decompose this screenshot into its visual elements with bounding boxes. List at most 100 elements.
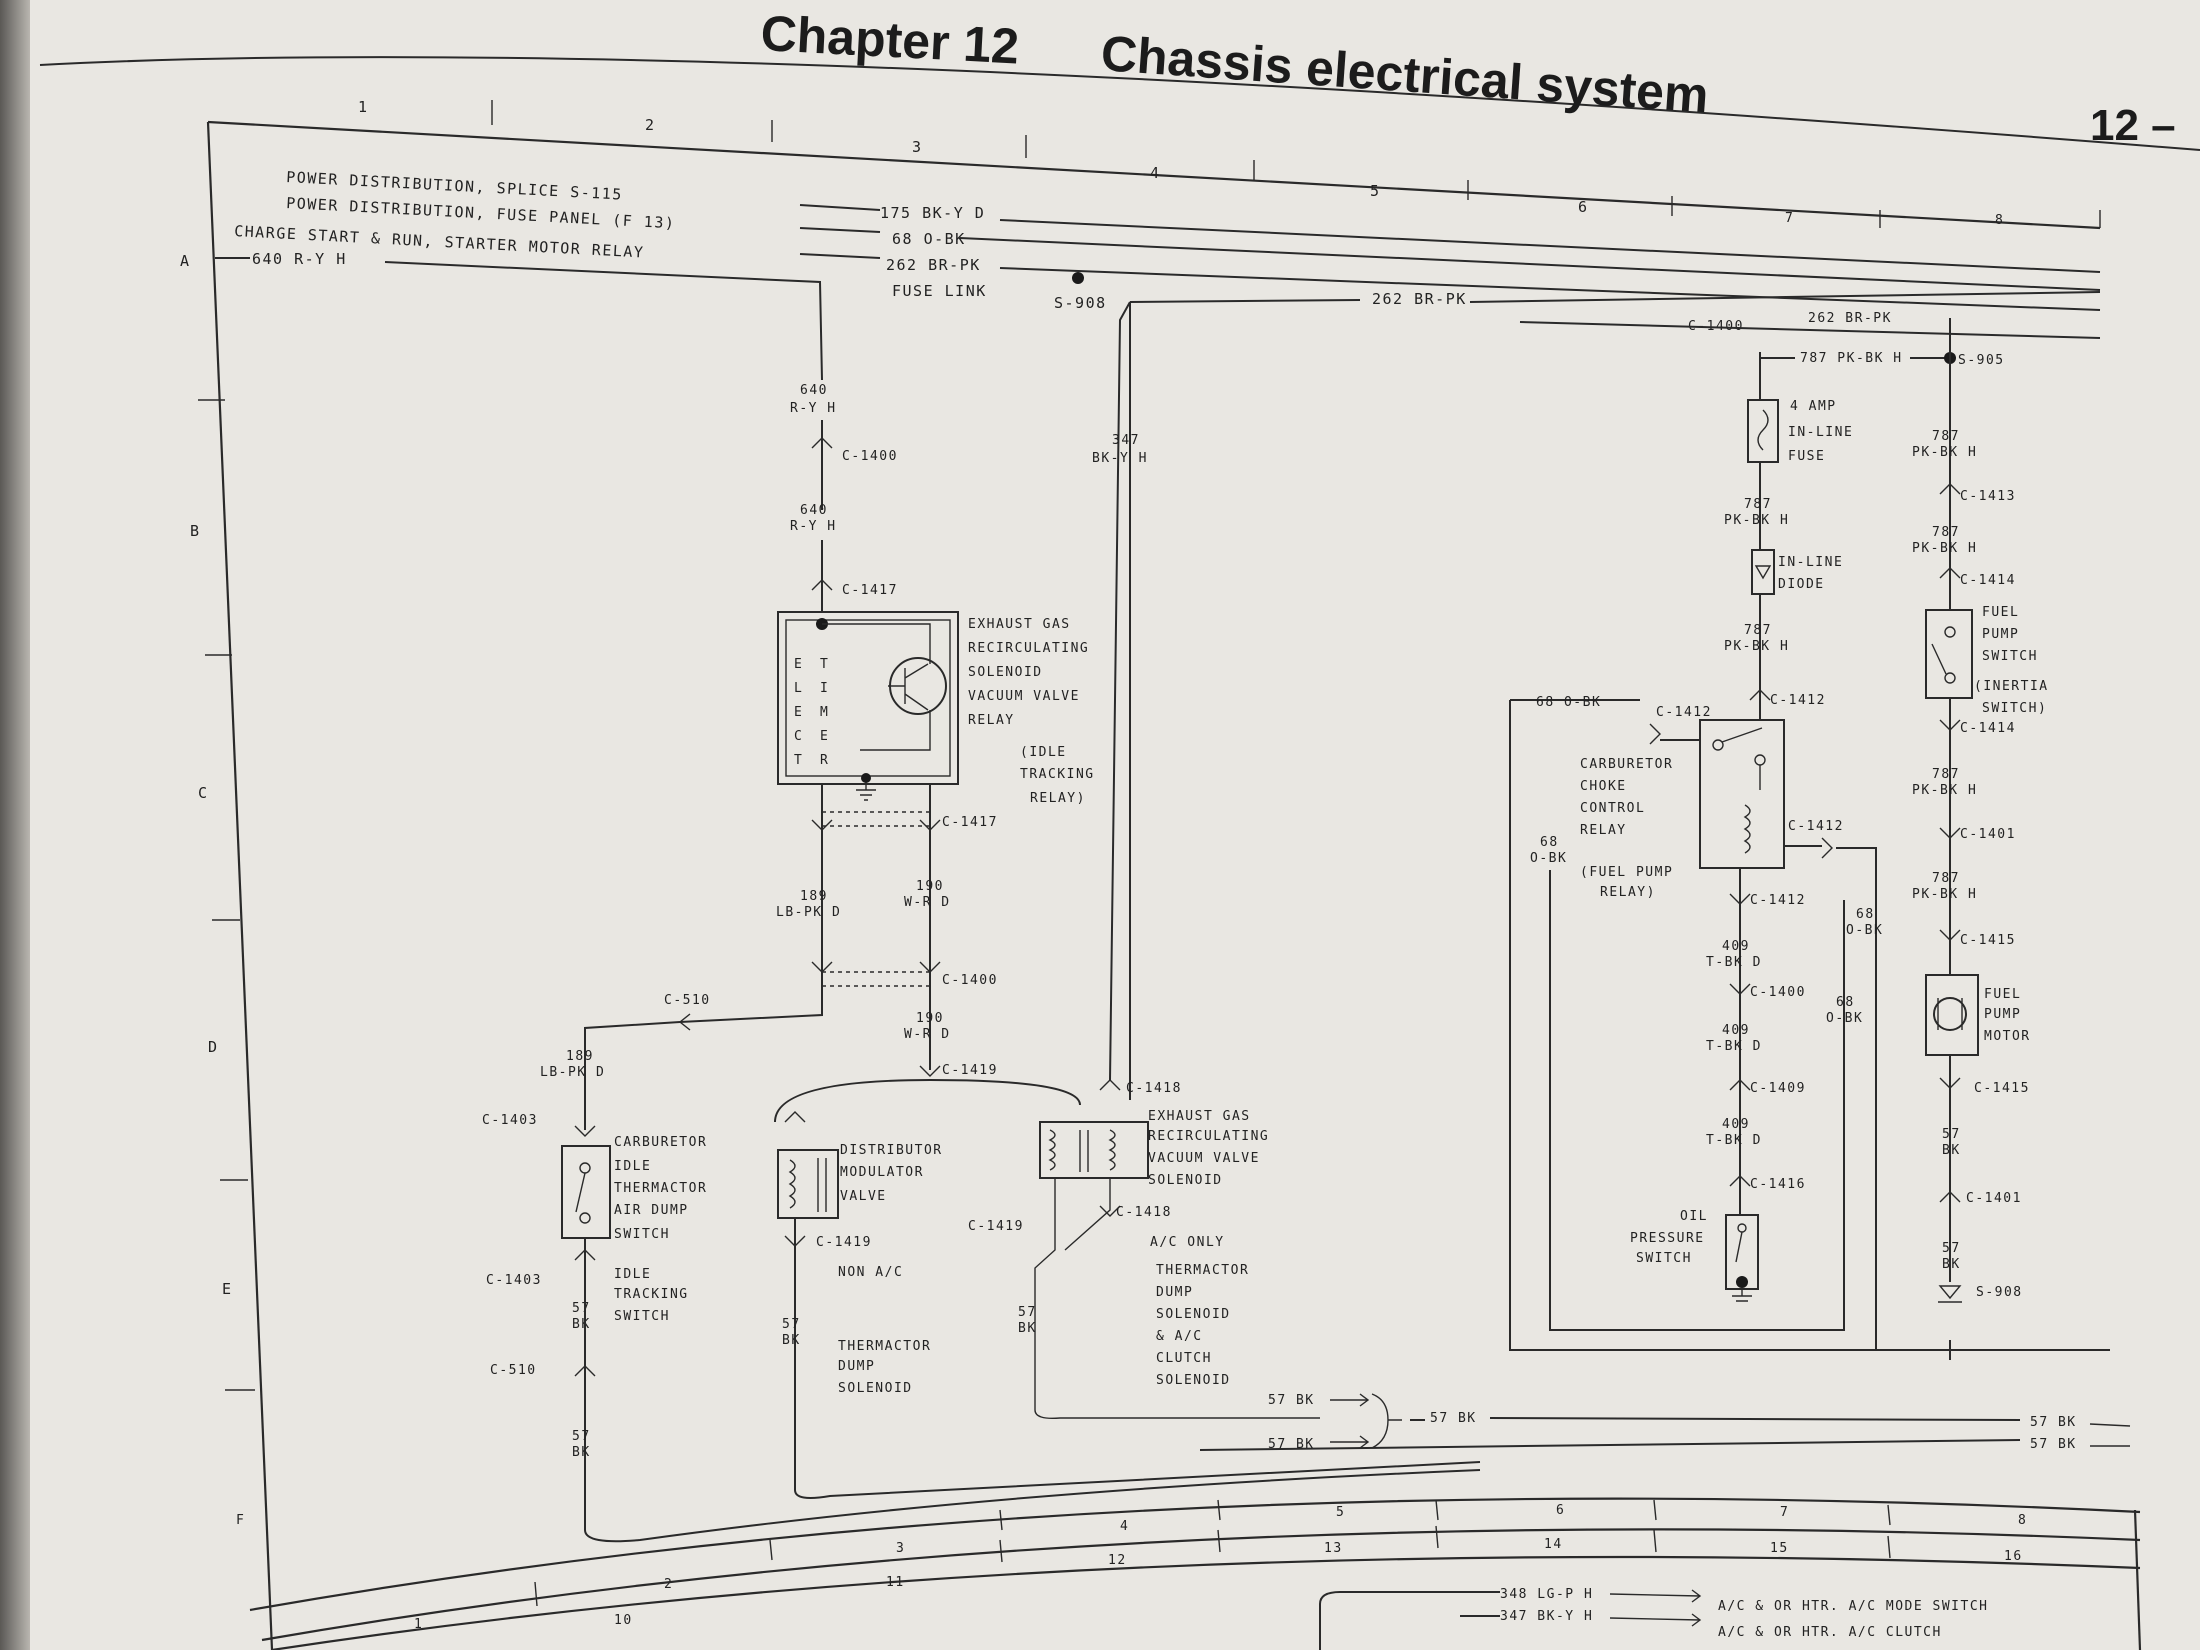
w57-c-col: BK [782, 1333, 801, 1348]
thermactor-dump-l2: DUMP [838, 1359, 875, 1374]
egr-relay-l2: RECIRCULATING [968, 641, 1089, 656]
carb-switch-l3: THERMACTOR [614, 1181, 707, 1196]
output-ac-mode: A/C & OR HTR. A/C MODE SWITCH [1718, 1599, 1988, 1614]
egr-sol-l4: SOLENOID [1148, 1173, 1223, 1188]
th-ac-l1: THERMACTOR [1156, 1263, 1249, 1278]
w68-r2-num: 68 [1836, 995, 1855, 1010]
fuel-pump-relay-box [1699, 719, 1785, 869]
col-label-7: 7 [1785, 211, 1794, 226]
th-ac-l6: SOLENOID [1156, 1373, 1231, 1388]
fuel-pump-circuit: 787 PK-BK H C-1413 787 PK-BK H C-1414 FU… [1912, 429, 2047, 1360]
inline-diode [1751, 549, 1775, 595]
w57-d-num: 57 [1018, 1305, 1037, 1320]
bcol-l13: 13 [1324, 1541, 1343, 1556]
conn-c1400-a: C-1400 [842, 449, 898, 464]
bcol-6: 6 [1556, 1503, 1565, 1518]
w68-r-col: O-BK [1846, 923, 1883, 938]
carb-switch-l5: SWITCH [614, 1227, 670, 1242]
electr-e2: E [794, 705, 803, 720]
oil-switch-l2: PRESSURE [1630, 1231, 1705, 1246]
w787-c-num: 787 [1932, 429, 1960, 444]
w57-c-num: 57 [782, 1317, 801, 1332]
grid-left-border [206, 121, 274, 1650]
fuel-pump-motor [1925, 974, 1979, 1056]
w409-c-num: 409 [1722, 1117, 1750, 1132]
conn-c1419-b: C-1419 [816, 1235, 872, 1250]
th-ac-l2: DUMP [1156, 1285, 1193, 1300]
w347-col: BK-Y H [1092, 451, 1148, 466]
wire-68: 68 O-BK [892, 230, 966, 248]
inline-fuse [1747, 399, 1779, 463]
w787-b-num: 787 [1744, 623, 1772, 638]
egr-sol-l1: EXHAUST GAS [1148, 1109, 1251, 1124]
bcol-l15: 15 [1770, 1541, 1789, 1556]
egr-relay-note-3: RELAY) [1030, 791, 1086, 806]
egr-relay-l1: EXHAUST GAS [968, 617, 1071, 632]
fp-switch-l2: PUMP [1982, 627, 2019, 642]
th-ac-l3: SOLENOID [1156, 1307, 1231, 1322]
header-rule [39, 56, 2200, 151]
bcol-l14: 14 [1544, 1537, 1563, 1552]
wire-57-g: 57 BK [1430, 1411, 1477, 1426]
splice-s908-label: S-908 [1054, 294, 1107, 312]
th-ac-l4: & A/C [1156, 1329, 1203, 1344]
w640-col: R-Y H [790, 401, 837, 416]
electr-c: C [794, 729, 803, 744]
bcol-5: 5 [1336, 1505, 1345, 1520]
row-label-b: B [190, 522, 201, 540]
conn-c1412-d: C-1412 [1750, 893, 1806, 908]
section-title: Chassis electrical system [1099, 25, 1710, 123]
w409-c-col: T-BK D [1706, 1133, 1762, 1148]
egr-relay-l5: RELAY [968, 713, 1015, 728]
conn-c1414-a: C-1414 [1960, 573, 2016, 588]
bcol-4: 4 [1120, 1519, 1129, 1534]
choke-relay-l2: CHOKE [1580, 779, 1627, 794]
page-binding-edge [0, 0, 30, 1650]
grid-right-border [2133, 1509, 2142, 1650]
carb-switch-box [561, 1145, 611, 1239]
oil-switch-l1: OIL [1680, 1209, 1708, 1224]
w57-a-num: 57 [572, 1301, 591, 1316]
egr-sol-l3: VACUUM VALVE [1148, 1151, 1260, 1166]
inline-diode-l1: IN-LINE [1778, 555, 1843, 570]
conn-c1401-b: C-1401 [1966, 1191, 2022, 1206]
ac-only-label: A/C ONLY [1150, 1235, 1225, 1250]
idle-tracking-l3: SWITCH [614, 1309, 670, 1324]
output-ac-clutch: A/C & OR HTR. A/C CLUTCH [1718, 1625, 1942, 1640]
wire-348: 348 LG-P H [1500, 1587, 1593, 1602]
splice-s908-dot [1072, 272, 1084, 284]
conn-c1412-a: C-1412 [1770, 693, 1826, 708]
conn-c1417-b: C-1417 [942, 815, 998, 830]
w57-b-num: 57 [572, 1429, 591, 1444]
w787-c-col: PK-BK H [1912, 445, 1977, 460]
bottom-grid: 3 4 5 6 7 8 1 2 10 11 12 13 14 15 16 348… [249, 1497, 2141, 1650]
w57-j-col: BK [1942, 1143, 1961, 1158]
chapter-title: Chapter 12 [759, 5, 1020, 74]
w68-v-num: 68 [1540, 835, 1559, 850]
timer-r: R [820, 753, 829, 768]
w190-num: 190 [916, 879, 944, 894]
egr-relay-note-2: TRACKING [1020, 767, 1095, 782]
fuse-link-label: FUSE LINK [892, 282, 987, 300]
fp-switch-l3: SWITCH [1982, 649, 2038, 664]
conn-c1415-a: C-1415 [1960, 933, 2016, 948]
w190-col: W-R D [904, 895, 951, 910]
electr-l: L [794, 681, 803, 696]
bcol-3: 3 [896, 1541, 905, 1556]
fuel-relay-l2: RELAY) [1600, 885, 1656, 900]
row-label-a: A [180, 252, 191, 270]
row-label-e: E [222, 1280, 233, 1298]
w409-a-num: 409 [1722, 939, 1750, 954]
w347-num: 347 [1112, 433, 1140, 448]
carb-switch-l2: IDLE [614, 1159, 651, 1174]
th-ac-l5: CLUTCH [1156, 1351, 1212, 1366]
choke-relay-l3: CONTROL [1580, 801, 1645, 816]
w189-col: LB-PK D [776, 905, 841, 920]
inline-fuse-l1: 4 AMP [1790, 399, 1837, 414]
dist-valve-l1: DISTRIBUTOR [840, 1143, 943, 1158]
row-label-d: D [208, 1038, 219, 1056]
electr-t: T [794, 753, 803, 768]
w787-d-col: PK-BK H [1912, 541, 1977, 556]
wire-262-b: 262 BR-PK [1372, 290, 1467, 308]
oil-switch-l3: SWITCH [1636, 1251, 1692, 1266]
